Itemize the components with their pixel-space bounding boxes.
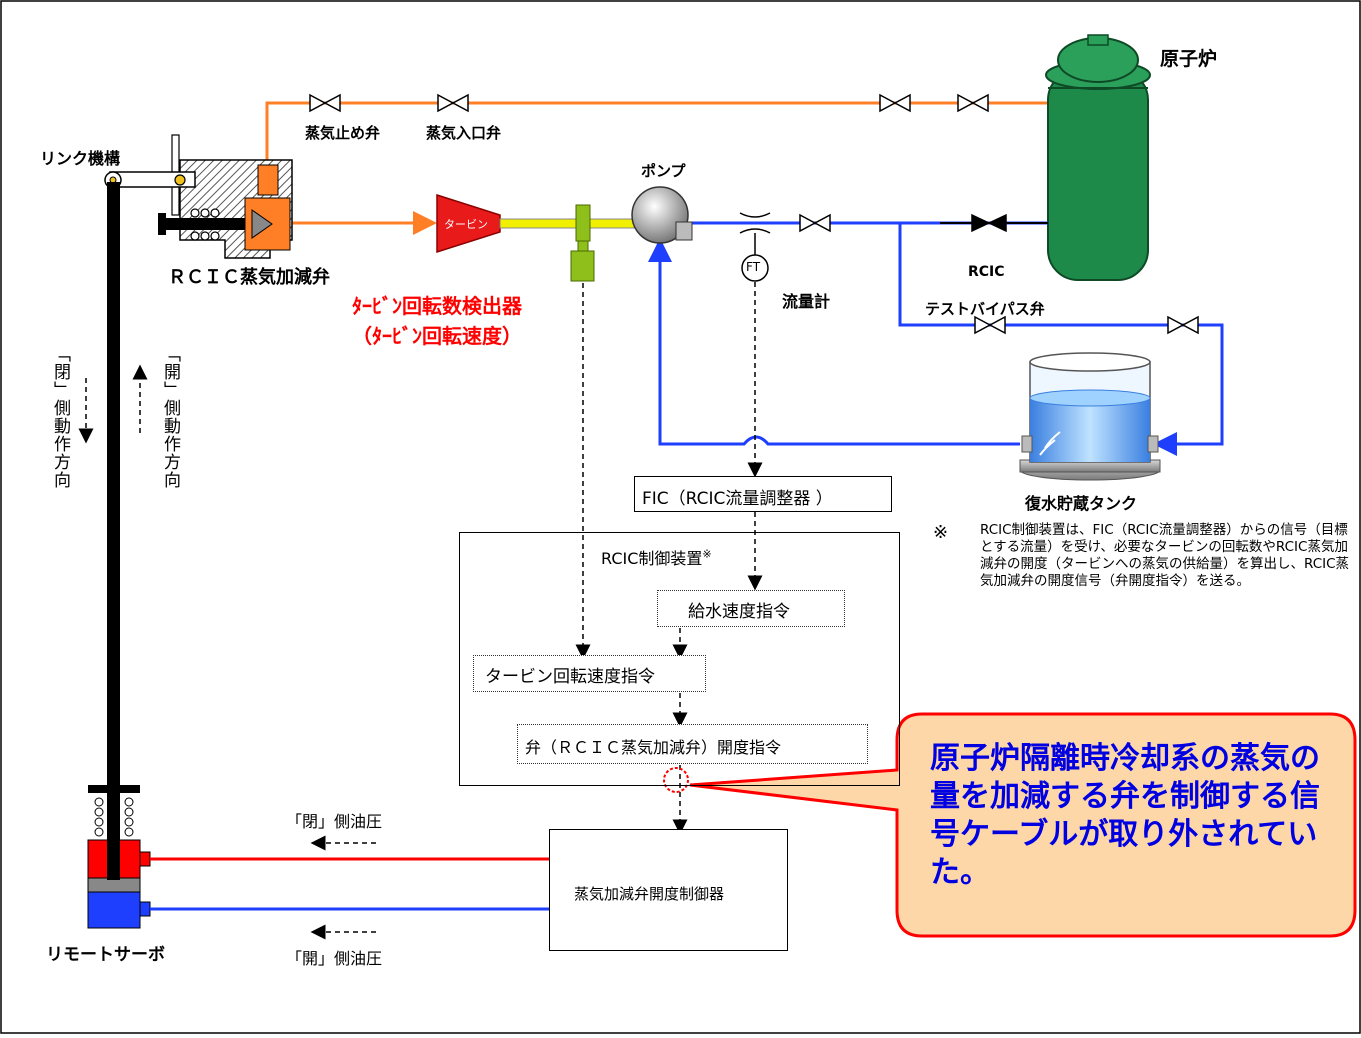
controller-box: [459, 532, 900, 786]
fic-box: [634, 476, 892, 512]
link-mechanism: [104, 134, 196, 216]
fic-label: FIC（RCIC流量調整器 ）: [642, 489, 833, 509]
test-bypass-label: テストバイパス弁: [925, 300, 1045, 318]
signal-lines: [575, 282, 763, 835]
tank-label: 復水貯蔵タンク: [1025, 494, 1138, 513]
steam-valve-3-icon: [879, 93, 911, 113]
steam-stop-valve-icon: [309, 93, 341, 113]
steam-valve-4-icon: [957, 93, 989, 113]
turbine-cmd-box: [473, 655, 706, 692]
pump-label: ポンプ: [641, 162, 686, 180]
controller-name: RCIC制御装置: [601, 549, 703, 568]
turbine-icon: [436, 193, 501, 254]
remote-servo-label: リモートサーボ: [46, 945, 165, 965]
bypass-valve-2-icon: [1167, 315, 1199, 335]
storage-tank: [1019, 352, 1161, 481]
valve-cmd-box: [517, 724, 868, 764]
flow-meter-label: 流量計: [782, 292, 831, 311]
steam-stop-valve-label: 蒸気止め弁: [305, 124, 381, 142]
open-direction-label: 「開」側動作方向: [160, 345, 180, 489]
shaft: [499, 204, 636, 282]
flow-transmitter-icon: [741, 254, 769, 282]
steam-inlet-valve-label: 蒸気入口弁: [426, 124, 502, 142]
close-direction-label: 「閉」側動作方向: [50, 345, 70, 489]
callout-bubble: [689, 712, 1357, 938]
pump-icon: [631, 186, 693, 244]
feed-cmd-label: 給水速度指令: [688, 602, 790, 622]
note-mark: ※: [933, 522, 949, 543]
steam-lines: [255, 101, 1048, 235]
callout-text: 原子炉隔離時冷却系の蒸気の量を加減する弁を制御する信号ケーブルが取り外されていた…: [930, 741, 1320, 890]
reactor-label: 原子炉: [1160, 48, 1218, 70]
rcic-valve-icon: [971, 213, 1007, 233]
speed-detector-sublabel: （ﾀｰﾋﾞﾝ回転速度）: [352, 324, 522, 348]
valve-controller-label: 蒸気加減弁開度制御器: [574, 885, 725, 903]
feed-cmd-box: [657, 590, 845, 627]
valve-cmd-label: 弁（ＲＣＩＣ蒸気加減弁）開度指令: [525, 738, 782, 757]
steam-inlet-valve-icon: [437, 93, 469, 113]
discharge-valve-icon: [799, 213, 831, 233]
rcic-label: RCIC: [968, 264, 1005, 280]
test-bypass-valve-icon: [974, 315, 1006, 335]
reactor-vessel: [1045, 34, 1151, 281]
rcic-valve-label: ＲＣＩＣ蒸気加減弁: [168, 267, 330, 288]
cable-break-marker: [663, 767, 689, 793]
valve-controller-box: [549, 829, 788, 951]
linkage-rod: [107, 182, 120, 820]
ft-label: FT: [746, 260, 761, 274]
note-text: RCIC制御装置は、FIC（RCIC流量調整器）からの信号（目標とする流量）を受…: [980, 522, 1350, 589]
flow-orifice-icon: [739, 212, 771, 255]
open-oil-label: 「開」側油圧: [286, 949, 383, 968]
controller-label: RCIC制御装置※: [601, 545, 712, 569]
turbine-label: タービン: [444, 218, 488, 231]
link-mechanism-label: リンク機構: [40, 149, 121, 168]
turbine-cmd-label: タービン回転速度指令: [485, 667, 655, 687]
speed-detector-label: ﾀｰﾋﾞﾝ回転数検出器: [352, 294, 522, 318]
close-oil-label: 「閉」側油圧: [286, 812, 383, 831]
remote-servo: [87, 785, 151, 929]
rcic-steam-valve-body: [158, 159, 293, 259]
controller-mark: ※: [702, 547, 712, 561]
